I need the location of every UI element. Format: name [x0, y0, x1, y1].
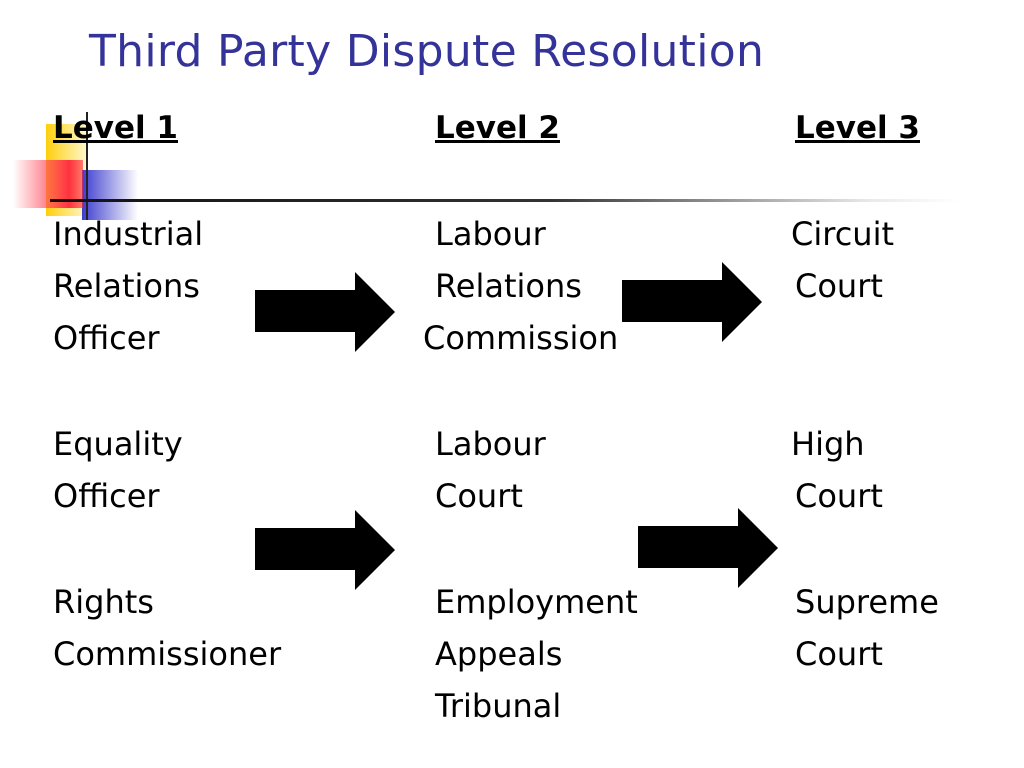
decor-blue-square: [82, 170, 138, 220]
body-text-line: Rights: [53, 583, 154, 621]
right-arrow-icon: [622, 262, 762, 342]
body-text-line: High: [791, 425, 865, 463]
body-text-line: Court: [435, 477, 523, 515]
body-text-line: Court: [795, 267, 883, 305]
heading-level-1: Level 1: [53, 110, 178, 146]
body-text-line: Commissioner: [53, 635, 282, 673]
slide-title: Third Party Dispute Resolution: [89, 26, 765, 77]
body-text-line: Employment: [435, 583, 638, 621]
heading-level-3: Level 3: [795, 110, 920, 146]
body-text-line: Commission: [423, 319, 619, 357]
body-text-line: Relations: [435, 267, 582, 305]
body-text-line: Supreme: [795, 583, 939, 621]
body-text-line: Relations: [53, 267, 200, 305]
body-text-line: Equality: [53, 425, 183, 463]
right-arrow-icon: [255, 510, 395, 590]
body-text-line: Labour: [435, 215, 546, 253]
decor-vertical-line: [86, 112, 88, 220]
right-arrow-icon: [638, 508, 778, 588]
title-divider: [50, 199, 960, 202]
right-arrow-icon: [255, 272, 395, 352]
body-text-line: Industrial: [53, 215, 204, 253]
body-text-line: Circuit: [791, 215, 894, 253]
body-text-line: Appeals: [435, 635, 563, 673]
heading-level-2: Level 2: [435, 110, 560, 146]
body-text-line: Tribunal: [435, 687, 562, 725]
body-text-line: Officer: [53, 319, 160, 357]
body-text-line: Labour: [435, 425, 546, 463]
body-text-line: Court: [795, 635, 883, 673]
body-text-line: Officer: [53, 477, 160, 515]
body-text-line: Court: [795, 477, 883, 515]
